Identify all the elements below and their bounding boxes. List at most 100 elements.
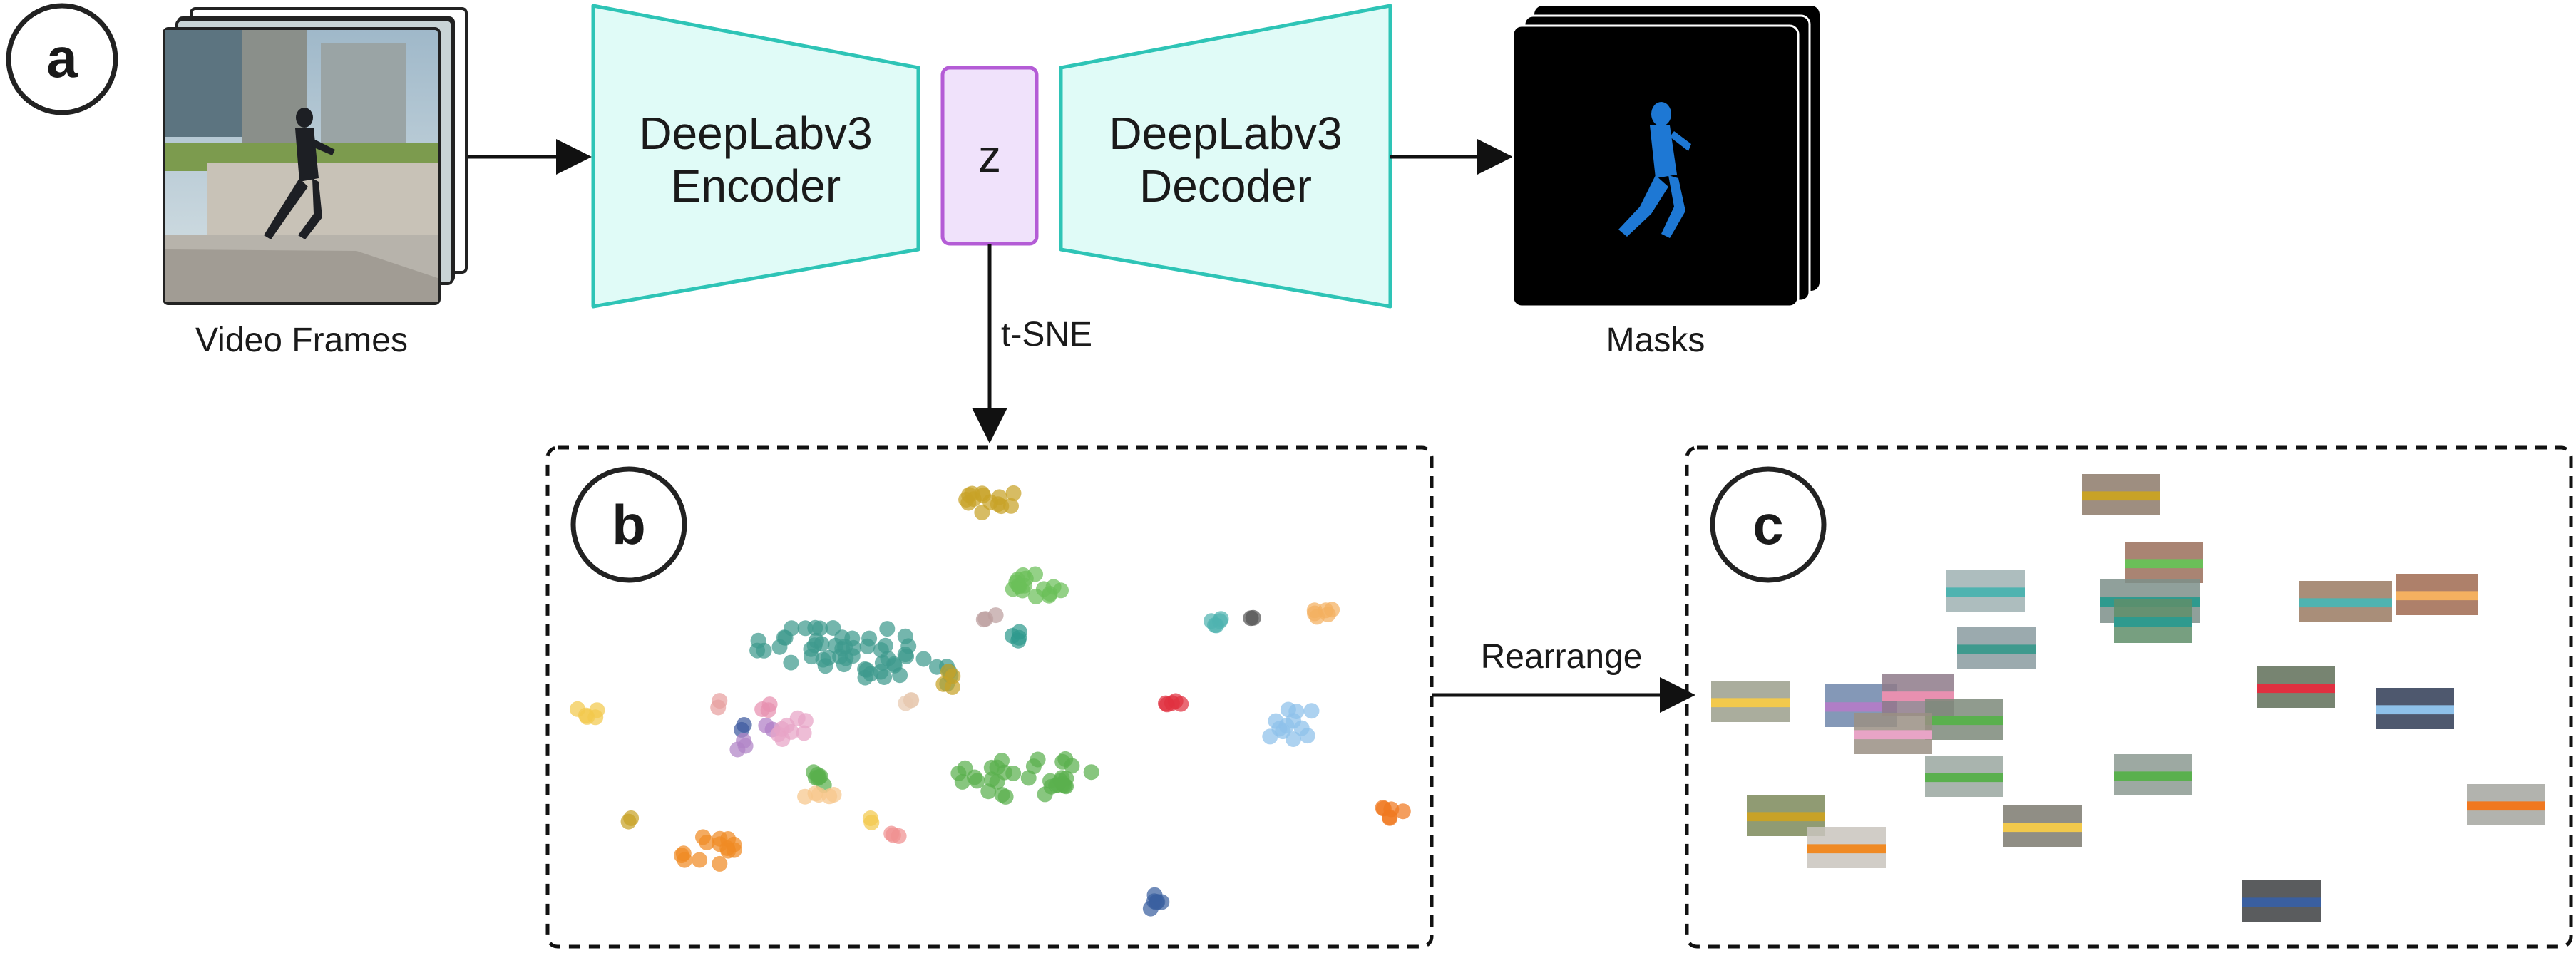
tsne-point bbox=[1030, 751, 1046, 768]
rearranged-thumbnails bbox=[1711, 474, 2545, 922]
tsne-point bbox=[736, 733, 752, 749]
tsne-point bbox=[983, 759, 1000, 776]
tsne-point bbox=[756, 642, 772, 659]
rearrange-label: Rearrange bbox=[1480, 638, 1643, 676]
tsne-point bbox=[1395, 803, 1411, 820]
tsne-point bbox=[771, 639, 788, 655]
decoder-label: DeepLabv3 Decoder bbox=[1061, 107, 1390, 212]
frame-thumbnail bbox=[2242, 880, 2321, 922]
label-c-circle bbox=[1710, 466, 1827, 583]
tsne-point bbox=[944, 679, 960, 695]
tsne-point bbox=[975, 612, 992, 628]
tsne-point bbox=[784, 620, 800, 637]
encoder-block bbox=[591, 4, 920, 309]
frame-thumbnail bbox=[2376, 688, 2454, 729]
panel-c-frame bbox=[1685, 445, 2573, 949]
frame-thumbnail bbox=[1957, 627, 2036, 669]
tsne-point bbox=[954, 773, 970, 790]
tsne-point bbox=[1027, 566, 1043, 582]
frame-thumbnail bbox=[1711, 681, 1790, 722]
decoder-label-line1: DeepLabv3 bbox=[1109, 108, 1343, 159]
tsne-point bbox=[874, 655, 891, 671]
tsne-point bbox=[1064, 758, 1080, 774]
tsne-point bbox=[770, 726, 786, 743]
tsne-point bbox=[1149, 894, 1166, 910]
tsne-point bbox=[692, 852, 708, 868]
tsne-point bbox=[1167, 693, 1184, 709]
tsne-point bbox=[699, 834, 715, 850]
frame-thumbnail bbox=[1807, 827, 1886, 868]
tsne-point bbox=[797, 788, 814, 805]
tsne-point bbox=[789, 710, 806, 726]
masks-stack bbox=[1512, 6, 1820, 308]
tsne-point bbox=[821, 788, 838, 805]
tsne-point bbox=[754, 701, 771, 717]
tsne-point bbox=[620, 813, 637, 830]
tsne-point bbox=[796, 725, 812, 741]
tsne-point bbox=[1320, 607, 1336, 623]
tsne-point bbox=[1208, 617, 1224, 634]
tsne-point bbox=[961, 487, 977, 503]
tsne-point bbox=[863, 814, 880, 830]
tsne-point bbox=[710, 699, 727, 716]
tsne-point bbox=[897, 647, 913, 663]
tsne-point bbox=[844, 648, 861, 664]
tsne-point bbox=[820, 649, 836, 666]
tsne-scatter bbox=[570, 485, 1411, 917]
tsne-point bbox=[915, 651, 932, 667]
frame-thumbnail bbox=[2467, 784, 2545, 825]
frame-thumbnail bbox=[2257, 666, 2335, 708]
panel-b-letter: b bbox=[612, 493, 646, 556]
label-b-circle bbox=[570, 466, 687, 583]
tsne-point bbox=[1010, 632, 1027, 649]
frame-thumbnail bbox=[1854, 713, 1932, 754]
video-frames-caption: Video Frames bbox=[195, 321, 408, 359]
tsne-point bbox=[991, 489, 1007, 505]
frame-thumbnail bbox=[1925, 699, 2003, 740]
tsne-point bbox=[1262, 728, 1278, 745]
encoder-label: DeepLabv3 Encoder bbox=[593, 107, 918, 212]
panel-a-letter: a bbox=[46, 26, 78, 89]
tsne-point bbox=[589, 702, 605, 718]
tsne-point bbox=[712, 855, 728, 872]
tsne-point bbox=[1286, 731, 1301, 747]
tsne-point bbox=[1037, 786, 1053, 803]
tsne-point bbox=[1083, 764, 1099, 781]
encoder-label-line2: Encoder bbox=[670, 160, 841, 212]
tsne-point bbox=[883, 825, 900, 842]
panel-c-letter: c bbox=[1753, 493, 1784, 556]
tsne-point bbox=[1243, 610, 1259, 627]
tsne-label: t-SNE bbox=[1001, 316, 1093, 354]
frame-thumbnail bbox=[2082, 474, 2160, 515]
tsne-point bbox=[827, 637, 843, 654]
tsne-point bbox=[1045, 579, 1062, 595]
mask-person-silhouette bbox=[1618, 102, 1691, 238]
frame-thumbnail bbox=[2114, 599, 2192, 643]
tsne-point bbox=[783, 723, 799, 740]
frame-thumbnail bbox=[2003, 805, 2082, 847]
decoder-label-line2: Decoder bbox=[1139, 160, 1312, 212]
tsne-point bbox=[1307, 605, 1323, 622]
tsne-point bbox=[857, 661, 873, 677]
tsne-point bbox=[712, 830, 728, 847]
tsne-point bbox=[783, 654, 799, 671]
frame-thumbnail bbox=[1925, 756, 2003, 797]
tsne-point bbox=[886, 657, 903, 674]
video-frames-stack bbox=[163, 7, 468, 305]
frame-thumbnail bbox=[2299, 581, 2392, 622]
tsne-point bbox=[873, 642, 889, 658]
masks-caption: Masks bbox=[1606, 321, 1705, 359]
tsne-point bbox=[1303, 703, 1320, 719]
tsne-point bbox=[903, 692, 920, 709]
tsne-point bbox=[677, 852, 693, 868]
latent-z-label: z bbox=[978, 130, 1001, 182]
tsne-point bbox=[1057, 778, 1073, 794]
tsne-point bbox=[1293, 720, 1310, 736]
label-a-circle bbox=[6, 3, 118, 115]
tsne-point bbox=[803, 641, 819, 657]
frame-thumbnail bbox=[2396, 574, 2478, 615]
video-frame-image bbox=[163, 27, 441, 305]
tsne-point bbox=[811, 769, 827, 785]
